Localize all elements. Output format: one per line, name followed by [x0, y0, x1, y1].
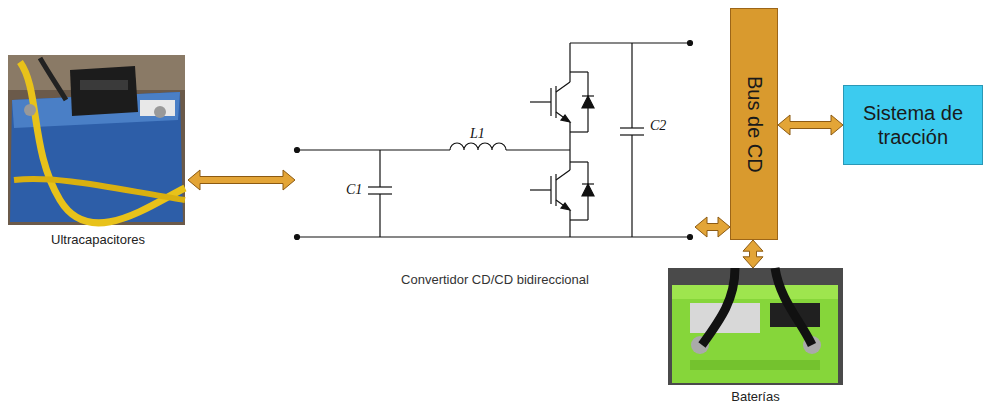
- node-text: Baterías: [731, 389, 779, 404]
- node-text: Convertidor CD/CD bidireccional: [401, 272, 589, 288]
- double-arrow: [743, 240, 763, 268]
- capacitor-label: C2: [650, 118, 666, 134]
- double-arrow: [778, 115, 843, 135]
- ultracapacitor-photo: [8, 55, 185, 225]
- node-text: Sistema de tracción: [852, 101, 974, 149]
- double-arrow: [188, 170, 295, 190]
- node-text: Bus de CD: [743, 76, 766, 173]
- node-text: Ultracapacitores: [51, 232, 145, 247]
- battery-photo: [668, 268, 843, 385]
- traction-box: Sistema de tracción: [843, 85, 983, 165]
- ultracapacitor-node: Ultracapacitores: [8, 55, 188, 247]
- capacitor-label: C1: [346, 182, 362, 198]
- double-arrow: [695, 217, 730, 237]
- battery-node: Baterías: [668, 268, 843, 404]
- converter-node: Convertidor CD/CD bidireccional: [295, 30, 695, 288]
- inductor-label: L1: [470, 126, 485, 142]
- converter-circuit: [295, 41, 693, 240]
- dc-bus: Bus de CD: [730, 8, 778, 240]
